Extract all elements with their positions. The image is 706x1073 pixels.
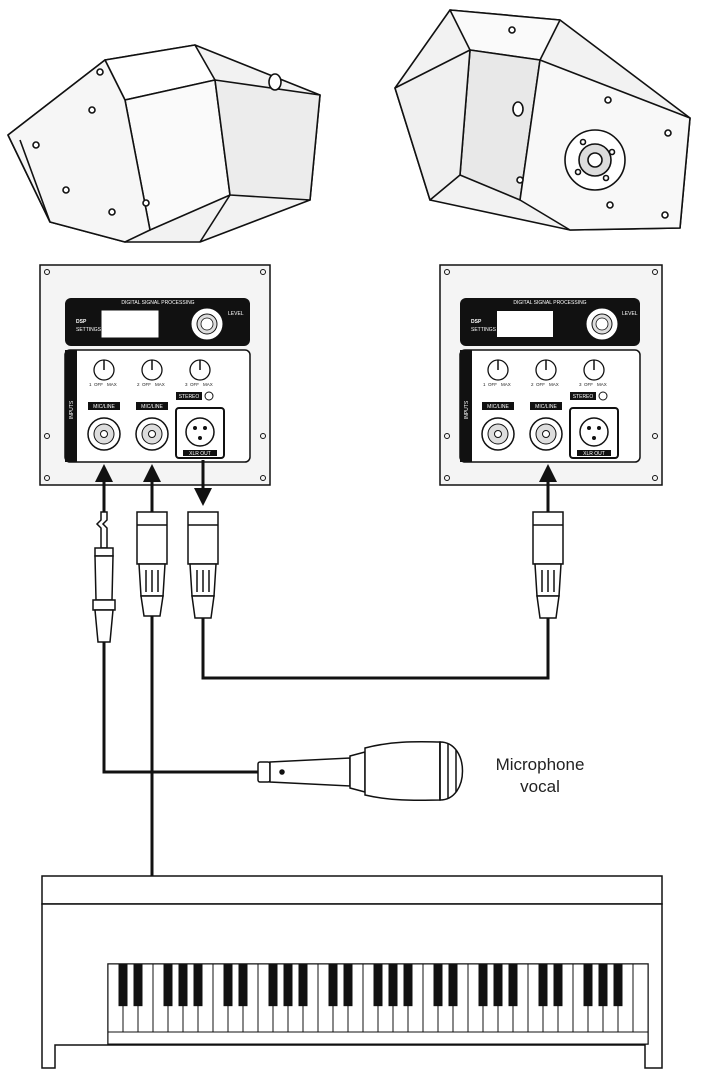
svg-text:3: 3 (185, 382, 188, 387)
black-key (328, 964, 338, 1007)
svg-text:OFF: OFF (536, 382, 545, 387)
xlr-plug-right (532, 511, 564, 619)
cables (102, 615, 550, 876)
black-key (583, 964, 593, 1007)
svg-text:MAX: MAX (155, 382, 165, 387)
svg-text:MIC/LINE: MIC/LINE (93, 404, 115, 410)
svg-text:1: 1 (89, 382, 92, 387)
signal-arrows (95, 460, 557, 512)
white-key (632, 963, 649, 1033)
black-key (538, 964, 548, 1007)
black-key (448, 964, 458, 1007)
svg-text:MIC/LINE: MIC/LINE (487, 404, 509, 410)
microphone-label-line1: Microphone (496, 755, 585, 774)
black-key (178, 964, 188, 1007)
svg-text:INPUTS: INPUTS (464, 400, 470, 419)
svg-text:MIC/LINE: MIC/LINE (535, 404, 557, 410)
black-key (598, 964, 608, 1007)
svg-text:MAX: MAX (107, 382, 117, 387)
black-key (433, 964, 443, 1007)
svg-text:OFF: OFF (584, 382, 593, 387)
svg-text:2: 2 (531, 382, 534, 387)
svg-text:OFF: OFF (190, 382, 199, 387)
combo-jack-2: MIC/LINE (135, 402, 169, 451)
svg-text:XLR OUT: XLR OUT (189, 451, 211, 457)
xlr-plug-out (187, 511, 219, 619)
black-key (478, 964, 488, 1007)
svg-text:2: 2 (137, 382, 140, 387)
black-key (373, 964, 383, 1007)
right-amp-panel: DIGITAL SIGNAL PROCESSING DSP SETTINGS L… (439, 264, 663, 486)
black-key (613, 964, 623, 1007)
black-key (193, 964, 203, 1007)
right-gain-knob-3: 3 OFF MAX (579, 359, 607, 387)
black-keys (118, 964, 623, 1007)
black-key (268, 964, 278, 1007)
dsp-sub-label: SETTINGS (76, 327, 102, 333)
black-key (508, 964, 518, 1007)
dsp-label: DSP (76, 319, 87, 325)
xlr-plug-keyboard (136, 511, 168, 617)
stereo-label: STEREO (179, 394, 200, 400)
svg-text:OFF: OFF (94, 382, 103, 387)
black-key (118, 964, 128, 1007)
black-key (553, 964, 563, 1007)
xlr-out-jack: XLR OUT (175, 407, 225, 459)
right-xlr-out-jack: XLR OUT (569, 407, 619, 459)
black-key (133, 964, 143, 1007)
black-key (298, 964, 308, 1007)
black-key (343, 964, 353, 1007)
microphone-label-line2: vocal (520, 777, 560, 796)
black-key (223, 964, 233, 1007)
keyboard (41, 875, 663, 1069)
black-key (283, 964, 293, 1007)
svg-text:STEREO: STEREO (573, 394, 594, 400)
svg-text:MAX: MAX (597, 382, 607, 387)
jack-plug (92, 511, 116, 643)
svg-text:MAX: MAX (203, 382, 213, 387)
gain-knob-1: 1 OFF MAX (89, 359, 117, 387)
svg-text:XLR OUT: XLR OUT (583, 451, 605, 457)
right-gain-knob-2: 2 OFF MAX (531, 359, 559, 387)
black-key (403, 964, 413, 1007)
combo-jack-1: MIC/LINE (87, 402, 121, 451)
dsp-display-screen (101, 310, 159, 338)
black-key (238, 964, 248, 1007)
svg-text:3: 3 (579, 382, 582, 387)
gain-knob-3: 3 OFF MAX (185, 359, 213, 387)
gain-knob-2: 2 OFF MAX (137, 359, 165, 387)
right-combo-jack-1: MIC/LINE (481, 402, 515, 451)
svg-text:LEVEL: LEVEL (622, 311, 638, 317)
svg-text:DIGITAL SIGNAL PROCESSING: DIGITAL SIGNAL PROCESSING (513, 300, 586, 306)
right-combo-jack-2: MIC/LINE (529, 402, 563, 451)
inputs-side-label: INPUTS (69, 400, 75, 419)
right-gain-knob-1: 1 OFF MAX (483, 359, 511, 387)
svg-text:OFF: OFF (488, 382, 497, 387)
svg-text:MIC/LINE: MIC/LINE (141, 404, 163, 410)
black-key (493, 964, 503, 1007)
svg-text:1: 1 (483, 382, 486, 387)
svg-text:MAX: MAX (549, 382, 559, 387)
svg-text:OFF: OFF (142, 382, 151, 387)
microphone (257, 741, 464, 802)
svg-text:MAX: MAX (501, 382, 511, 387)
svg-text:SETTINGS: SETTINGS (471, 327, 497, 333)
dsp-header-text: DIGITAL SIGNAL PROCESSING (121, 300, 194, 306)
level-label: LEVEL (228, 311, 244, 317)
black-key (163, 964, 173, 1007)
svg-text:DSP: DSP (471, 319, 482, 325)
left-speaker (7, 44, 321, 243)
black-key (388, 964, 398, 1007)
right-speaker (394, 9, 691, 231)
left-amp-panel: DIGITAL SIGNAL PROCESSING DSP SETTINGS L… (39, 264, 271, 486)
